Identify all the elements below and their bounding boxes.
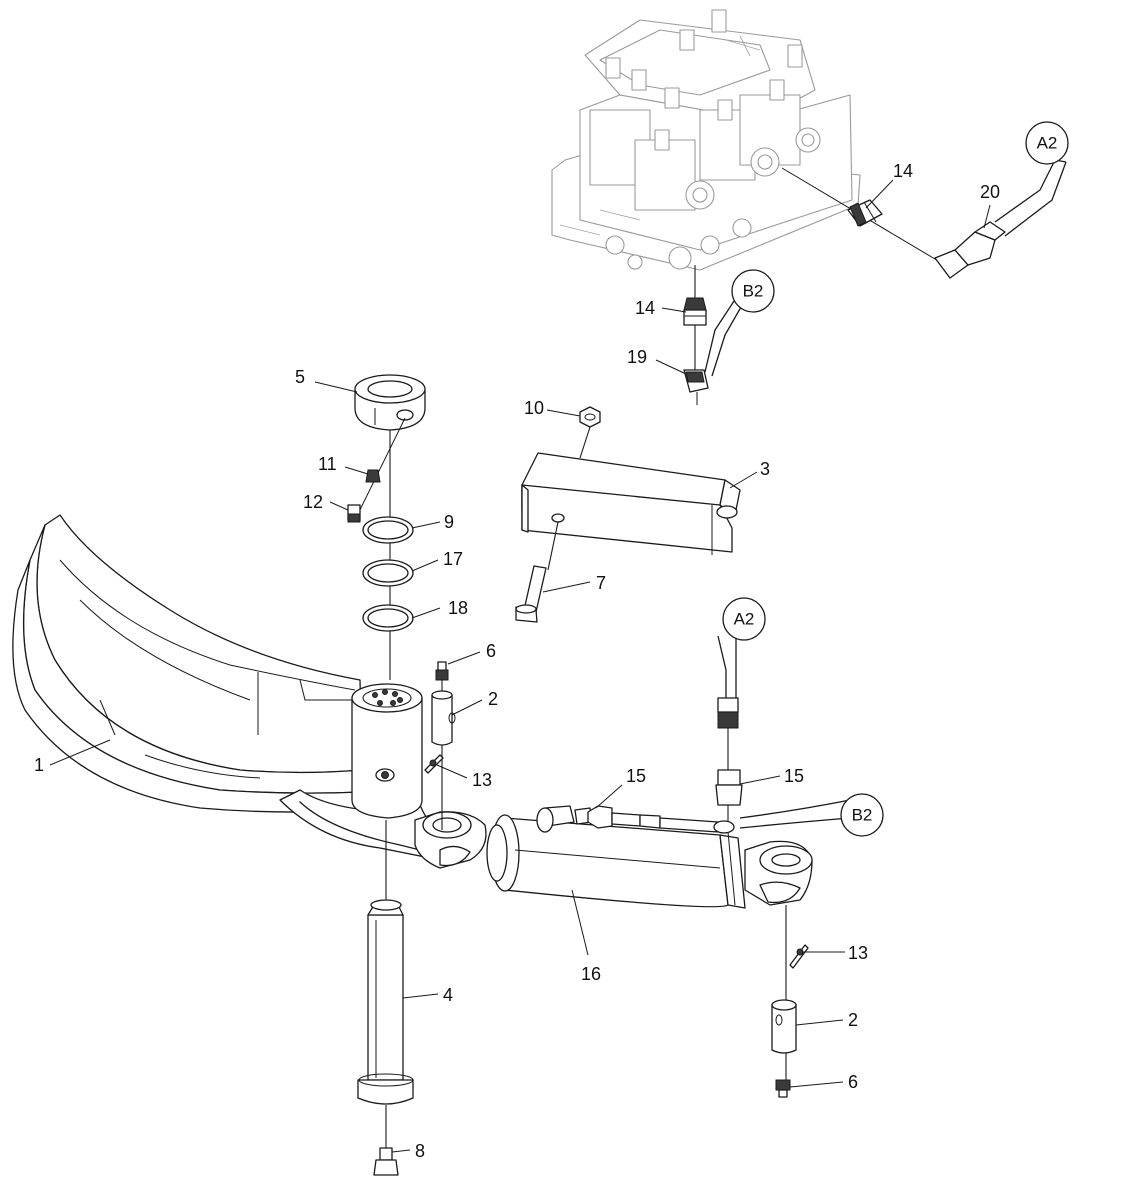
callout-b2-cylinder: B2	[840, 793, 884, 837]
part-label-15-left: 15	[626, 766, 646, 786]
setscrew-11	[365, 469, 381, 483]
callout-b2-top: B2	[731, 269, 775, 313]
fitting-14-lower	[683, 265, 707, 370]
pin-2-upper	[431, 690, 456, 746]
callout-a2-top: A2	[1025, 121, 1069, 165]
part-label-16: 16	[581, 964, 601, 984]
hose-19	[683, 294, 746, 405]
bolt-7	[515, 521, 559, 623]
part-label-11: 11	[318, 454, 337, 474]
part-label-1: 1	[34, 755, 44, 775]
part-label-14-lower: 14	[635, 298, 655, 318]
part-label-14-upper: 14	[893, 161, 913, 181]
part-label-18: 18	[448, 598, 468, 618]
boom-clevis-ear	[414, 811, 487, 869]
shaft-4	[357, 899, 414, 1105]
bolt-8	[373, 1147, 399, 1176]
part-label-17: 17	[443, 549, 463, 569]
hose-20	[934, 159, 1067, 279]
clip-13-upper	[424, 754, 444, 774]
svg-text:B2: B2	[852, 806, 873, 825]
grease-fitting-6-upper	[435, 661, 449, 681]
part-label-6-upper: 6	[486, 641, 496, 661]
part-label-8: 8	[415, 1141, 425, 1161]
svg-text:A2: A2	[1037, 134, 1058, 153]
part-label-3: 3	[760, 459, 770, 479]
part-labels: 1 2 2 3 4 5 6 6 7 8 9 10 11 12 13 13 14 …	[34, 161, 1000, 1161]
hose-to-cylinder-a2	[717, 635, 739, 770]
part-label-4: 4	[443, 985, 453, 1005]
part-label-20: 20	[980, 182, 1000, 202]
svg-text:B2: B2	[743, 282, 764, 301]
part-label-19: 19	[627, 347, 647, 367]
nut-10	[579, 406, 601, 428]
pivot-tube	[351, 683, 423, 819]
cover-3	[521, 452, 741, 555]
valve-block	[551, 9, 861, 271]
part-label-6-lower: 6	[848, 1072, 858, 1092]
part-label-10: 10	[524, 398, 544, 418]
ring-17	[362, 559, 414, 587]
cylinder-16	[486, 805, 746, 909]
part-label-15-right: 15	[784, 766, 804, 786]
part-label-2-lower: 2	[848, 1010, 858, 1030]
collar-5	[354, 374, 426, 431]
part-label-13-upper: 13	[472, 770, 492, 790]
ring-9	[362, 516, 414, 544]
clip-13-lower	[789, 944, 809, 969]
pin-2-lower	[771, 999, 797, 1054]
grease-fitting-6-lower	[775, 1079, 791, 1098]
fitting-15-right	[715, 769, 743, 822]
part-label-12: 12	[303, 492, 323, 512]
part-label-5: 5	[295, 367, 305, 387]
part-label-2-upper: 2	[488, 689, 498, 709]
part-label-9: 9	[444, 512, 454, 532]
ring-18	[362, 604, 414, 632]
fitting-14-upper	[847, 199, 883, 227]
svg-text:A2: A2	[734, 610, 755, 629]
callout-a2-cylinder: A2	[722, 597, 766, 641]
cylinder-rod-clevis	[744, 840, 813, 906]
screw-12	[347, 504, 361, 523]
part-label-13-lower: 13	[848, 943, 868, 963]
part-label-7: 7	[596, 573, 606, 593]
leader-lines	[49, 179, 991, 1153]
